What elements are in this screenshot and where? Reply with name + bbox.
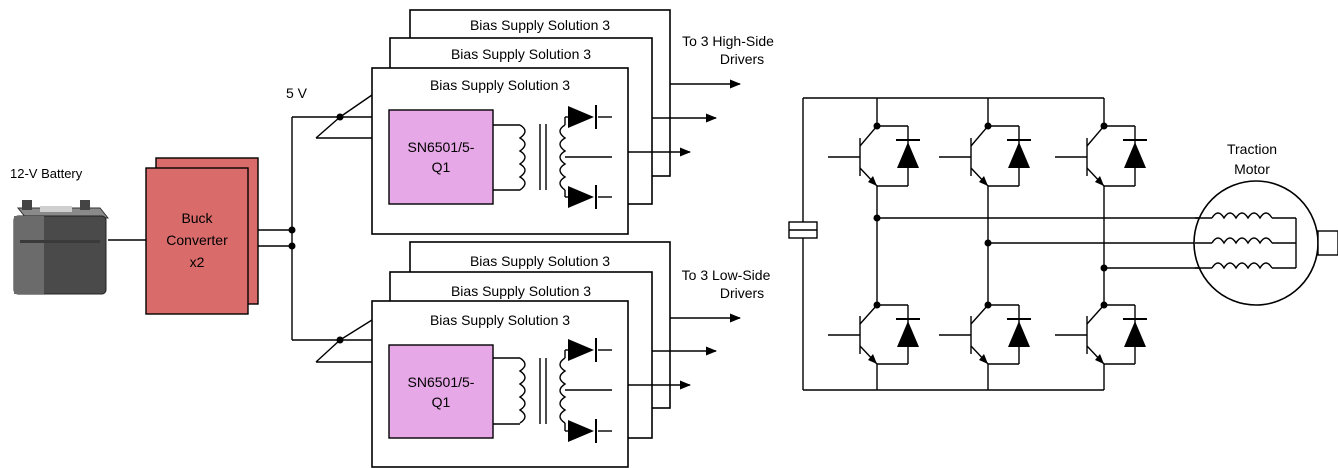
bias-title-high-back: Bias Supply Solution 3 (470, 17, 610, 33)
traction-motor (1193, 180, 1338, 306)
high-side-bias-group: Bias Supply Solution 3 Bias Supply Solut… (315, 9, 742, 235)
bias-title-low-front: Bias Supply Solution 3 (430, 312, 570, 328)
low-side-bias-group: Bias Supply Solution 3 Bias Supply Solut… (315, 241, 742, 468)
high-side-label-2: Drivers (720, 51, 764, 67)
phase-leg-a (828, 98, 1212, 390)
chip-low (388, 344, 494, 439)
phase-leg-b (939, 98, 1212, 390)
inverter-bridge (788, 97, 1212, 391)
buck-label-2: Converter (166, 232, 228, 248)
chip-high-label-2: Q1 (432, 159, 451, 175)
chip-low-label-1: SN6501/5- (408, 374, 475, 390)
bus-voltage-label: 5 V (286, 85, 308, 101)
motor-label-2: Motor (1234, 161, 1270, 177)
low-side-label-2: Drivers (720, 285, 764, 301)
battery-label: 12-V Battery (10, 166, 83, 181)
five-volt-bus (258, 116, 340, 341)
buck-label-1: Buck (181, 210, 213, 226)
chip-high-label-1: SN6501/5- (408, 139, 475, 155)
low-side-label-1: To 3 Low-Side (682, 267, 771, 283)
chip-low-label-2: Q1 (432, 394, 451, 410)
buck-label-3: x2 (190, 254, 205, 270)
bias-title-high-front: Bias Supply Solution 3 (430, 77, 570, 93)
chip-high (388, 109, 494, 205)
phase-leg-c (1055, 98, 1212, 390)
buck-converter: Buck Converter x2 (145, 157, 259, 315)
battery-icon (13, 200, 110, 295)
bias-title-low-mid: Bias Supply Solution 3 (451, 283, 591, 299)
high-side-label-1: To 3 High-Side (682, 33, 774, 49)
bias-title-low-back: Bias Supply Solution 3 (470, 253, 610, 269)
bias-title-high-mid: Bias Supply Solution 3 (451, 46, 591, 62)
motor-label-1: Traction (1227, 141, 1277, 157)
